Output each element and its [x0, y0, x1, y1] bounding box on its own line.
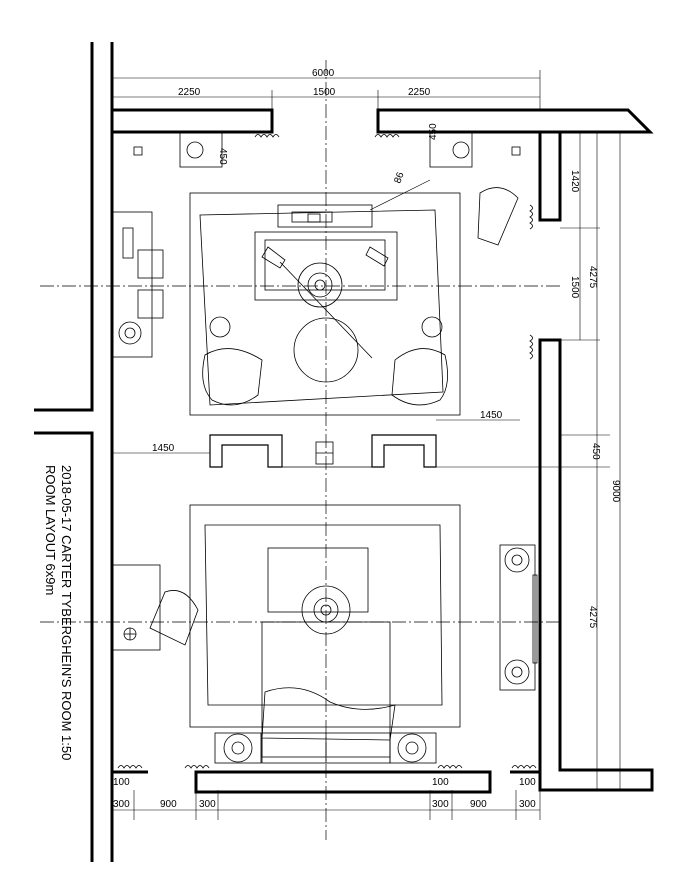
dim-bottom-300-a: 300: [113, 799, 130, 810]
right-wall-lower: [538, 338, 654, 792]
title-line-2: ROOM LAYOUT 6x9m: [43, 465, 58, 595]
radiators: [117, 134, 537, 769]
dim-door-top: 1500: [313, 87, 336, 98]
outer-wall-left-upper: [34, 42, 94, 412]
bedside-lamp-left-icon: [223, 733, 253, 763]
bottom-wall: [194, 770, 492, 794]
dim-right-lower: 4275: [587, 606, 598, 629]
socket-right-icon: [511, 146, 521, 156]
center-lines: [40, 60, 560, 840]
armchair-right: [391, 348, 448, 406]
outlet-right-icon: [429, 132, 473, 168]
living-rug: [189, 192, 461, 416]
dim-bottom-100-left: 100: [113, 777, 130, 788]
outer-wall-left-lower: [34, 431, 94, 862]
dim-total-height: 9000: [610, 480, 621, 503]
dim-bottom-300-b: 300: [199, 799, 216, 810]
dim-right-upper: 4275: [587, 266, 598, 289]
right-wall-upper: [538, 132, 562, 222]
living-area: [111, 132, 521, 416]
sofa: [254, 231, 398, 301]
bedside-lamp-right-icon: [397, 733, 427, 763]
bedroom-rug: [189, 504, 461, 728]
dim-right-wall: 2250: [408, 87, 431, 98]
title-line-1: 2018-05-17 CARTER TYBERGHEIN'S ROOM 1:50: [59, 465, 74, 760]
dim-left-wall: 2250: [178, 87, 201, 98]
desk-left: [111, 211, 153, 358]
tv-console: [277, 204, 373, 228]
outlet-left-icon: [179, 132, 223, 168]
partition-wall: [209, 434, 437, 468]
armchair-left: [202, 348, 263, 406]
dim-bottom-100-mid: 100: [432, 777, 449, 788]
desk-lower: [111, 564, 161, 651]
dim-total-width: 6000: [312, 68, 335, 79]
dim-right-top: 1420: [569, 170, 580, 193]
dim-partition-thickness: 450: [590, 443, 601, 460]
nightstand: [267, 547, 369, 613]
coffee-table: [293, 317, 359, 383]
dim-outlet-left: 450: [217, 148, 228, 165]
dim-bottom-300-d: 300: [519, 799, 536, 810]
table-lamp-icon: [297, 262, 343, 308]
top-wall-right: [376, 108, 654, 134]
desk-chair: [149, 590, 199, 646]
dim-outlet-right: 450: [428, 123, 439, 140]
dim-bottom-900-b: 900: [470, 799, 487, 810]
dim-diagonal: 86: [392, 170, 406, 185]
bedroom-area: [111, 504, 538, 764]
pendant-lamp-icon: [301, 585, 351, 635]
reading-chair: [477, 187, 519, 246]
dimension-labels: 6000 2250 1500 2250 450 450 86 1420 1500…: [113, 68, 621, 810]
dim-partition-right: 1450: [480, 410, 503, 421]
dimension-lines: [111, 70, 621, 820]
tv-stand: [499, 544, 536, 691]
dim-bottom-900-a: 900: [160, 799, 177, 810]
top-wall-left: [112, 108, 274, 134]
dim-right-window: 1500: [569, 276, 580, 299]
socket-left-icon: [133, 146, 143, 156]
dim-bottom-300-c: 300: [432, 799, 449, 810]
drawing-title: 2018-05-17 CARTER TYBERGHEIN'S ROOM 1:50…: [43, 465, 74, 760]
dim-partition-left: 1450: [152, 443, 175, 454]
dim-bottom-100-right: 100: [519, 777, 536, 788]
